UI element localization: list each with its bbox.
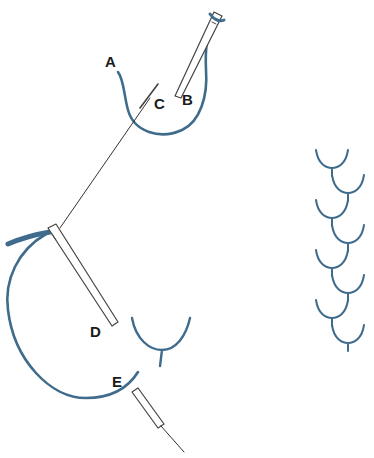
stitch [316,150,348,176]
stitch [332,225,364,251]
stitch [316,200,348,226]
point-label: B [182,92,193,107]
stitch [332,325,364,351]
point-label: D [90,324,101,339]
thread-strand [60,98,150,228]
thread-tail [8,232,50,244]
needle [132,388,184,452]
point-label: E [112,374,122,389]
stitch [316,250,348,276]
point-label: C [154,96,165,111]
feather-stitch-sample [316,150,364,351]
needle [48,224,118,326]
fly-stitch [132,318,190,366]
stitch [332,175,364,201]
stitch [332,275,364,301]
point-label: A [105,54,116,69]
thread [118,18,213,134]
stitch [316,300,348,326]
needle [175,12,224,98]
